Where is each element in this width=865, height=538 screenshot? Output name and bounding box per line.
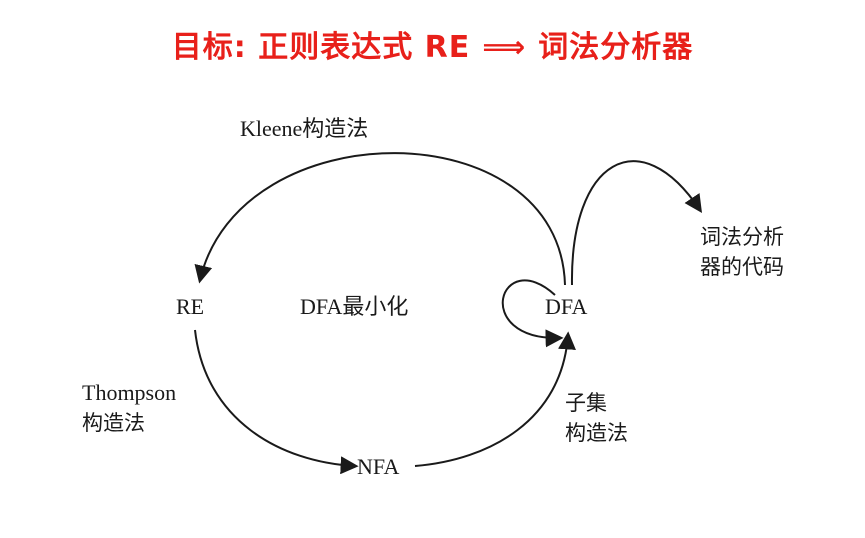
title-suffix: 词法分析器: [538, 30, 694, 65]
edge-dfa-to-code: [570, 160, 702, 286]
edge-subset: [414, 331, 576, 467]
edge-kleene: [194, 152, 566, 286]
title-arrow: ⟹: [482, 30, 527, 65]
label-thompson-line-1: Thompson: [82, 380, 177, 405]
output-line-1: 词法分: [700, 225, 763, 249]
node-re: RE: [176, 294, 205, 319]
label-thompson-line-2: 构造法: [82, 411, 145, 435]
node-nfa: NFA: [357, 454, 400, 479]
label-subset-line-1: 子集: [565, 391, 607, 415]
title-prefix: 目标: 正则表达式 RE: [171, 30, 471, 65]
output-line-3: 器的代码: [700, 255, 784, 279]
node-output-code: 词法分析 器的代码: [700, 222, 784, 282]
edge-dfa-min-loop: [501, 279, 564, 348]
label-subset: 子集 构造法: [565, 388, 628, 448]
label-thompson: Thompson 构造法: [82, 378, 176, 438]
label-kleene: Kleene构造法: [240, 116, 369, 141]
edge-thompson: [194, 329, 359, 475]
page-title: 目标: 正则表达式 RE ⟹ 词法分析器: [0, 22, 865, 66]
label-subset-line-2: 构造法: [565, 421, 628, 445]
output-line-2: 析: [763, 225, 784, 249]
node-dfa: DFA: [545, 294, 588, 319]
label-dfa-minimization: DFA最小化: [300, 294, 409, 319]
